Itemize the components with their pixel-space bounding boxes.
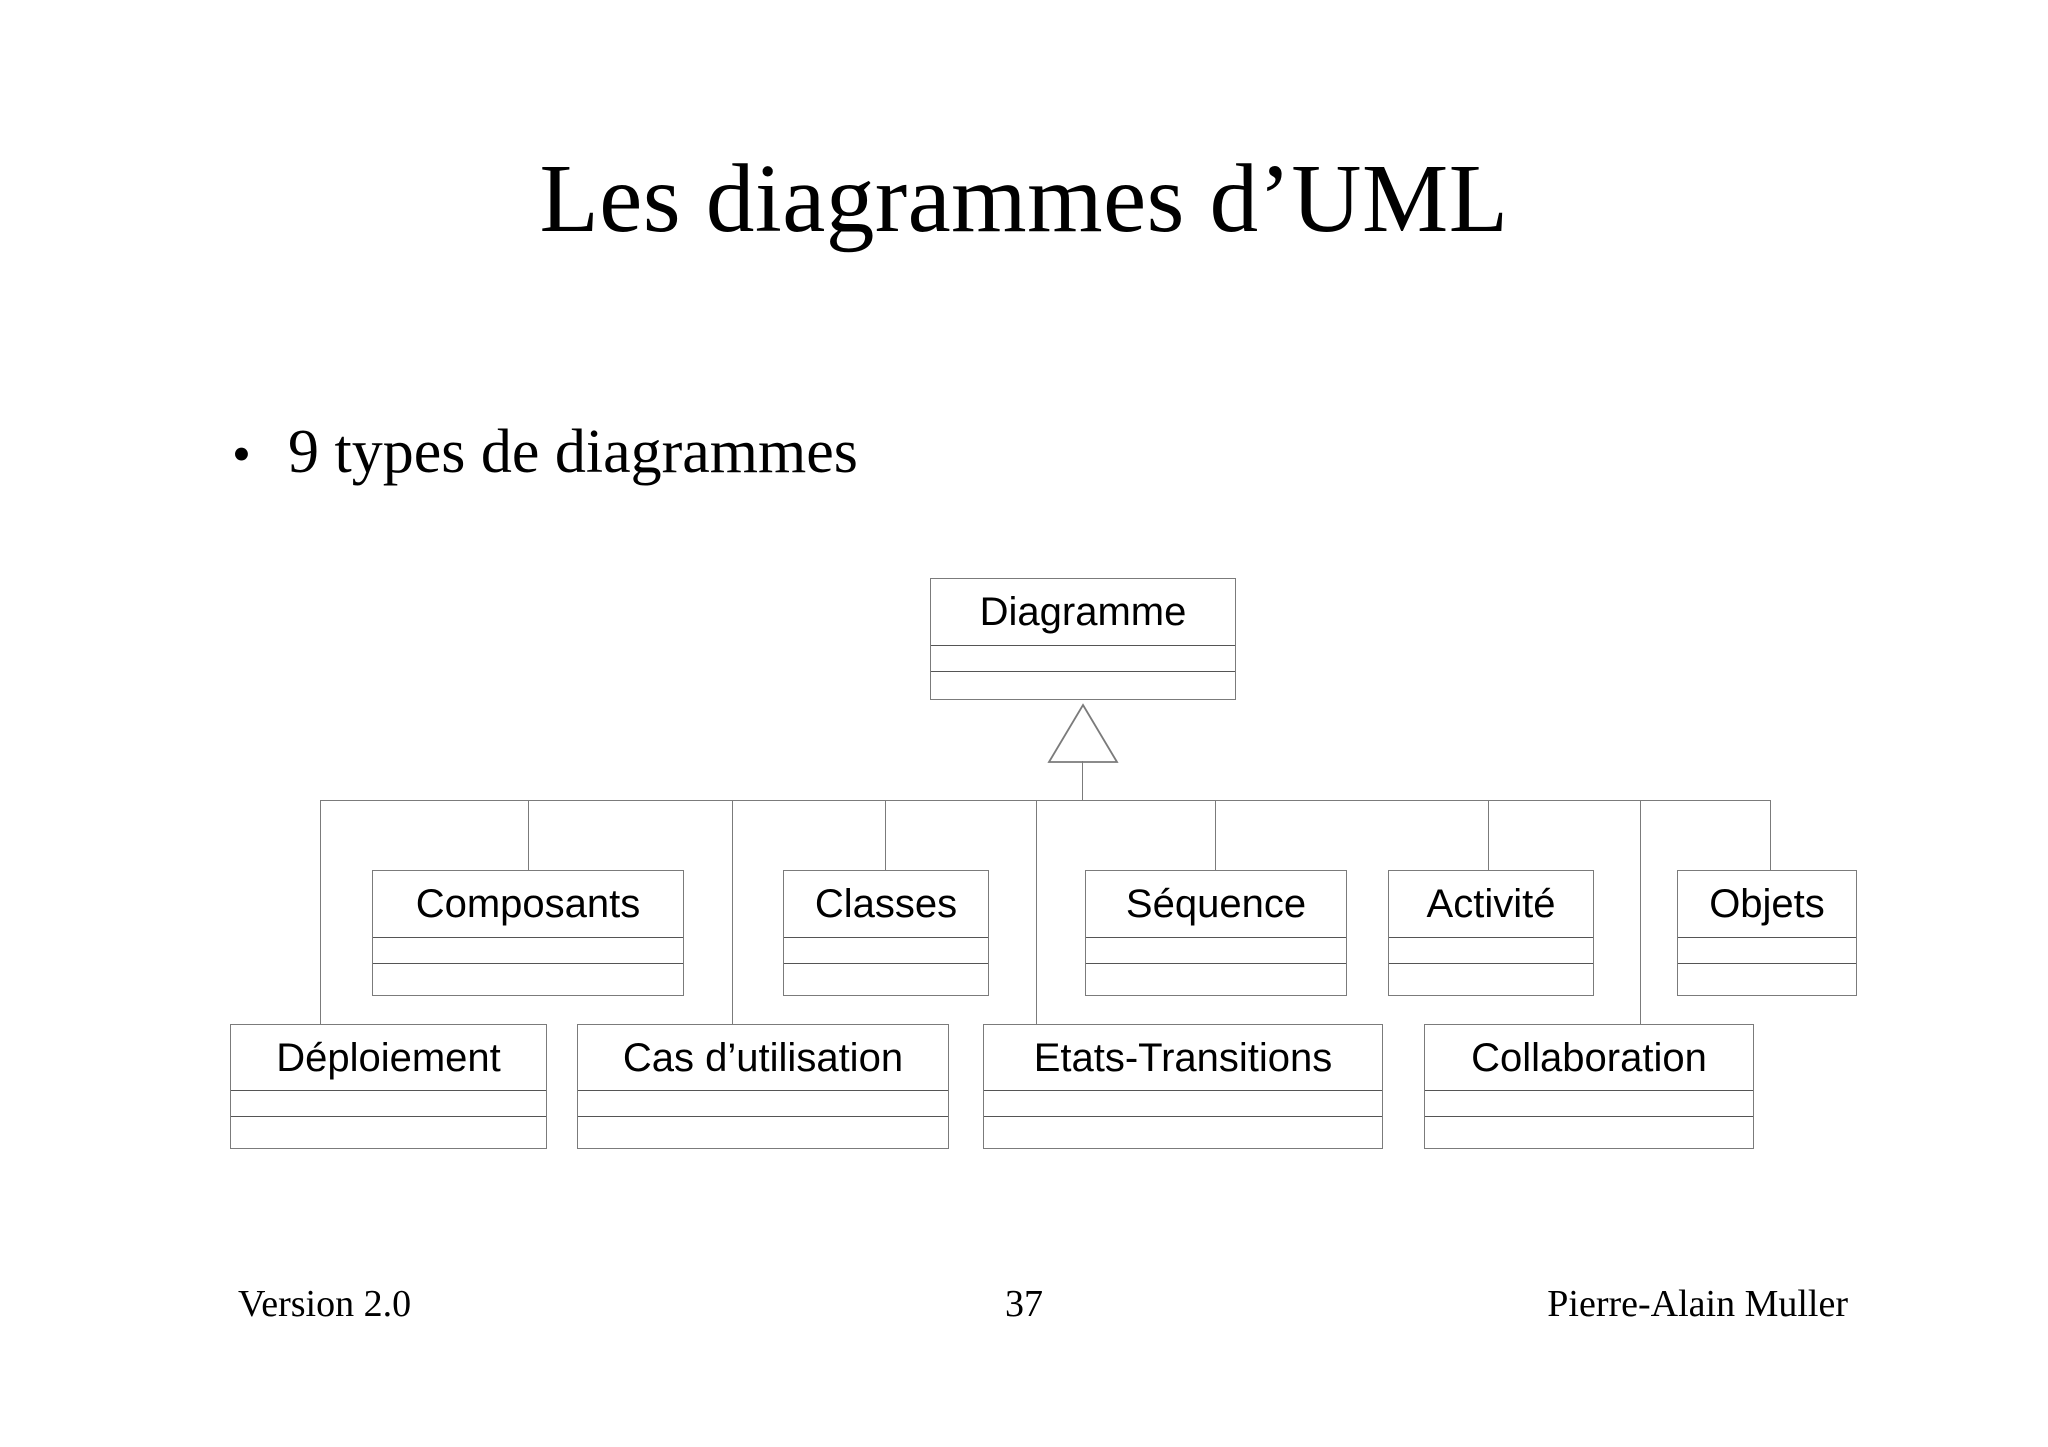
bullet-marker-icon: • [232, 424, 251, 484]
bullet-item-label: 9 types de diagrammes [288, 418, 858, 486]
slide-footer: Version 2.0 37 Pierre-Alain Muller [0, 1282, 2048, 1342]
footer-page-number: 37 [1005, 1283, 1043, 1325]
uml-class-name-classes: Classes [814, 882, 958, 926]
uml-attributes-compartment [1389, 937, 1593, 963]
uml-attributes-compartment [931, 645, 1235, 671]
uml-class-name-deploiement: Déploiement [276, 1035, 501, 1080]
connector-line-activite [1488, 800, 1489, 870]
uml-class-name-diagramme: Diagramme [979, 590, 1187, 634]
uml-class-box-objets[interactable]: Objets [1677, 870, 1857, 996]
generalization-triangle-icon [1047, 703, 1119, 765]
uml-operations-compartment [578, 1116, 948, 1150]
connector-line-composants [528, 800, 529, 870]
uml-class-name-activite: Activité [1426, 882, 1556, 926]
uml-class-name-cas-utilisation: Cas d’utilisation [622, 1035, 904, 1080]
uml-attributes-compartment [578, 1090, 948, 1116]
uml-class-box-cas-utilisation[interactable]: Cas d’utilisation [577, 1024, 949, 1149]
connector-line-cas-utilisation [732, 800, 733, 1024]
uml-class-name-etats-transitions: Etats-Transitions [1033, 1035, 1333, 1080]
uml-operations-compartment [984, 1116, 1382, 1150]
uml-operations-compartment [931, 671, 1235, 701]
uml-class-box-etats-transitions[interactable]: Etats-Transitions [983, 1024, 1383, 1149]
uml-operations-compartment [231, 1116, 546, 1150]
bullet-list-item: • 9 types de diagrammes [232, 418, 858, 486]
connector-line-deploiement [320, 800, 321, 1024]
uml-class-name-sequence: Séquence [1125, 882, 1307, 926]
connector-line-objets [1770, 800, 1771, 870]
uml-class-box-diagramme[interactable]: Diagramme [930, 578, 1236, 700]
uml-class-box-deploiement[interactable]: Déploiement [230, 1024, 547, 1149]
uml-operations-compartment [1678, 963, 1856, 997]
uml-attributes-compartment [1678, 937, 1856, 963]
connector-line-collaboration [1640, 800, 1641, 1024]
uml-operations-compartment [784, 963, 988, 997]
page-title: Les diagrammes d’UML [539, 145, 1509, 252]
uml-attributes-compartment [373, 937, 683, 963]
footer-version-label: Version 2.0 [238, 1283, 412, 1325]
uml-operations-compartment [1389, 963, 1593, 997]
uml-attributes-compartment [784, 937, 988, 963]
uml-operations-compartment [373, 963, 683, 997]
uml-attributes-compartment [231, 1090, 546, 1116]
uml-operations-compartment [1086, 963, 1346, 997]
uml-attributes-compartment [1425, 1090, 1753, 1116]
uml-attributes-compartment [984, 1090, 1382, 1116]
uml-operations-compartment [1425, 1116, 1753, 1150]
connector-line-etats-transitions [1036, 800, 1037, 1024]
uml-class-box-composants[interactable]: Composants [372, 870, 684, 996]
uml-attributes-compartment [1086, 937, 1346, 963]
uml-class-box-activite[interactable]: Activité [1388, 870, 1594, 996]
uml-class-box-collaboration[interactable]: Collaboration [1424, 1024, 1754, 1149]
uml-class-name-objets: Objets [1709, 882, 1825, 926]
generalization-bus-line [320, 800, 1770, 801]
connector-line-classes [885, 800, 886, 870]
uml-class-name-collaboration: Collaboration [1471, 1035, 1707, 1080]
uml-class-box-sequence[interactable]: Séquence [1085, 870, 1347, 996]
generalization-stem-line [1082, 761, 1083, 801]
footer-author-label: Pierre-Alain Muller [1547, 1283, 1848, 1325]
connector-line-sequence [1215, 800, 1216, 870]
uml-class-name-composants: Composants [415, 882, 641, 926]
uml-class-box-classes[interactable]: Classes [783, 870, 989, 996]
